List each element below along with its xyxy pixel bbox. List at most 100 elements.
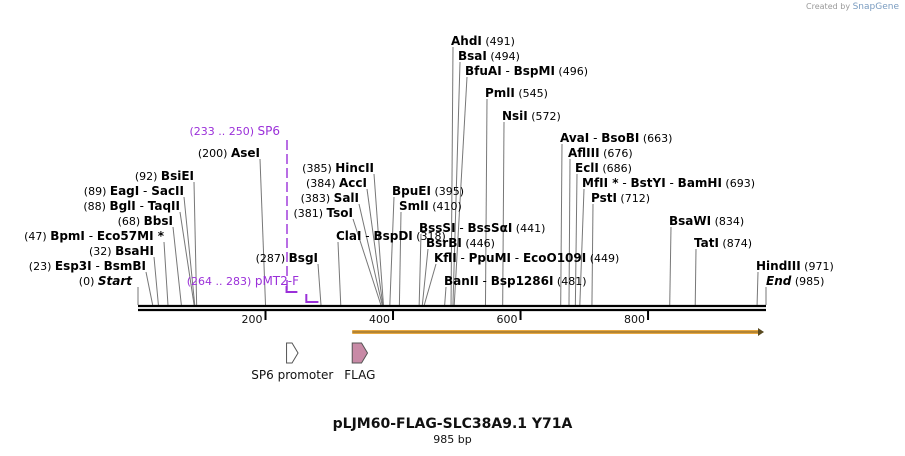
site-position: (985) xyxy=(791,275,824,288)
site-leader xyxy=(591,203,594,306)
enzyme-name: BbsI xyxy=(144,214,173,228)
site-label-start: (0) Start xyxy=(79,274,133,288)
site-position: (47) xyxy=(24,230,50,243)
enzyme-name: BsmBI xyxy=(104,259,146,273)
insert-feature-arrowhead xyxy=(758,328,764,336)
site-leader xyxy=(145,271,154,306)
site-label-bsssi: BssSI - BssSαI (441) xyxy=(419,221,545,235)
enzyme-name: EclI xyxy=(575,161,599,175)
site-label-esp3i: (23) Esp3I - BsmBI xyxy=(29,259,146,273)
site-position: (712) xyxy=(617,192,650,205)
site-label-bsiei: (92) BsiEI xyxy=(135,169,194,183)
site-leader xyxy=(366,188,384,306)
scale-tick-label: 800 xyxy=(624,313,645,326)
enzyme-name: BsiEI xyxy=(161,169,194,183)
feature-label-flag: FLAG xyxy=(344,368,375,382)
site-position: (446) xyxy=(462,237,495,250)
separator: - xyxy=(666,176,678,190)
site-position: (494) xyxy=(487,50,520,63)
site-position: (410) xyxy=(429,200,462,213)
plasmid-length: 985 bp xyxy=(433,433,472,446)
site-position: (381) xyxy=(293,207,326,220)
enzyme-name: AhdI xyxy=(451,34,482,48)
site-leader xyxy=(172,226,182,306)
site-leader xyxy=(373,173,384,306)
site-label-nsii: NsiI (572) xyxy=(502,109,561,123)
enzyme-name: AseI xyxy=(231,146,260,160)
site-label-tati: TatI (874) xyxy=(694,236,752,250)
enzyme-name: BssSαI xyxy=(468,221,513,235)
site-position: (441) xyxy=(512,222,545,235)
credit-prefix: Created by xyxy=(806,2,851,11)
primer-annotations: (233 .. 250) SP6(264 .. 283) pMT2-F xyxy=(187,124,319,303)
enzyme-name: Start xyxy=(98,274,133,288)
separator: - xyxy=(139,184,151,198)
site-leader xyxy=(502,121,505,306)
site-position: (200) xyxy=(198,147,231,160)
enzyme-name: SalI xyxy=(334,191,359,205)
separator: - xyxy=(589,131,601,145)
enzyme-name: PpuMI xyxy=(469,251,511,265)
site-position: (874) xyxy=(719,237,752,250)
site-leader xyxy=(317,263,322,306)
enzyme-name: BsgI xyxy=(289,251,318,265)
enzyme-name: EcoO109I xyxy=(523,251,586,265)
enzyme-name: BsaHI xyxy=(115,244,154,258)
site-position: (0) xyxy=(79,275,98,288)
plasmid-name: pLJM60-FLAG-SLC38A9.1 Y71A xyxy=(332,416,573,432)
separator: - xyxy=(361,229,373,243)
site-position: (395) xyxy=(431,185,464,198)
site-label-bbsi: (68) BbsI xyxy=(118,214,173,228)
enzyme-name: BsaWI xyxy=(669,214,711,228)
site-position: (686) xyxy=(599,162,632,175)
site-label-bfuai: BfuAI - BspMI (496) xyxy=(465,64,588,78)
site-position: (68) xyxy=(118,215,144,228)
site-leader xyxy=(453,76,468,306)
site-leader xyxy=(452,61,461,306)
site-leader xyxy=(694,248,697,306)
separator: - xyxy=(502,64,514,78)
site-position: (572) xyxy=(528,110,561,123)
site-leader xyxy=(193,181,198,306)
site-position: (383) xyxy=(301,192,334,205)
site-leader xyxy=(398,211,402,306)
site-label-sali: (383) SalI xyxy=(301,191,359,205)
enzyme-name: BspMI xyxy=(514,64,555,78)
primer-binding-pmt2-f xyxy=(305,294,319,303)
site-position: (496) xyxy=(555,65,588,78)
site-position: (449) xyxy=(586,252,619,265)
site-leader xyxy=(337,241,342,306)
separator: - xyxy=(92,259,104,273)
separator: - xyxy=(456,221,468,235)
site-label-hincii: (385) HincII xyxy=(302,161,374,175)
snapgene-logo: SnapGene xyxy=(852,2,899,12)
site-position: (89) xyxy=(84,185,110,198)
primer-range: (264 .. 283) xyxy=(187,275,255,288)
enzyme-name: BssSI xyxy=(419,221,456,235)
primer-binding-sp6 xyxy=(285,286,298,293)
enzyme-name: SacII xyxy=(151,184,184,198)
enzyme-name: TaqII xyxy=(148,199,180,213)
site-position: (384) xyxy=(306,177,339,190)
site-label-bsahi: (32) BsaHI xyxy=(89,244,154,258)
snapgene-credit: Created by SnapGene xyxy=(806,2,899,12)
site-position: (663) xyxy=(639,132,672,145)
site-position: (834) xyxy=(711,215,744,228)
enzyme-name: BsaI xyxy=(458,49,487,63)
site-leader xyxy=(183,196,196,306)
site-label-bpmi: (47) BpmI - Eco57MI * xyxy=(24,229,165,243)
site-label-clai: ClaI - BspDI (318) xyxy=(336,229,446,243)
site-position: (92) xyxy=(135,170,161,183)
site-position: (88) xyxy=(83,200,109,213)
site-label-kfli: KflI - PpuMI - EcoO109I (449) xyxy=(434,251,619,265)
enzyme-name: BanII xyxy=(444,274,479,288)
site-position: (676) xyxy=(600,147,633,160)
site-leader xyxy=(259,158,267,306)
enzyme-name: BsoBI xyxy=(601,131,639,145)
site-leader xyxy=(579,188,585,306)
site-position: (491) xyxy=(482,35,515,48)
site-label-avai: AvaI - BsoBI (663) xyxy=(560,131,672,145)
site-position: (971) xyxy=(801,260,834,273)
site-label-mfii: MfII * - BstYI - BamHI (693) xyxy=(582,176,755,190)
site-position: (318) xyxy=(413,230,446,243)
